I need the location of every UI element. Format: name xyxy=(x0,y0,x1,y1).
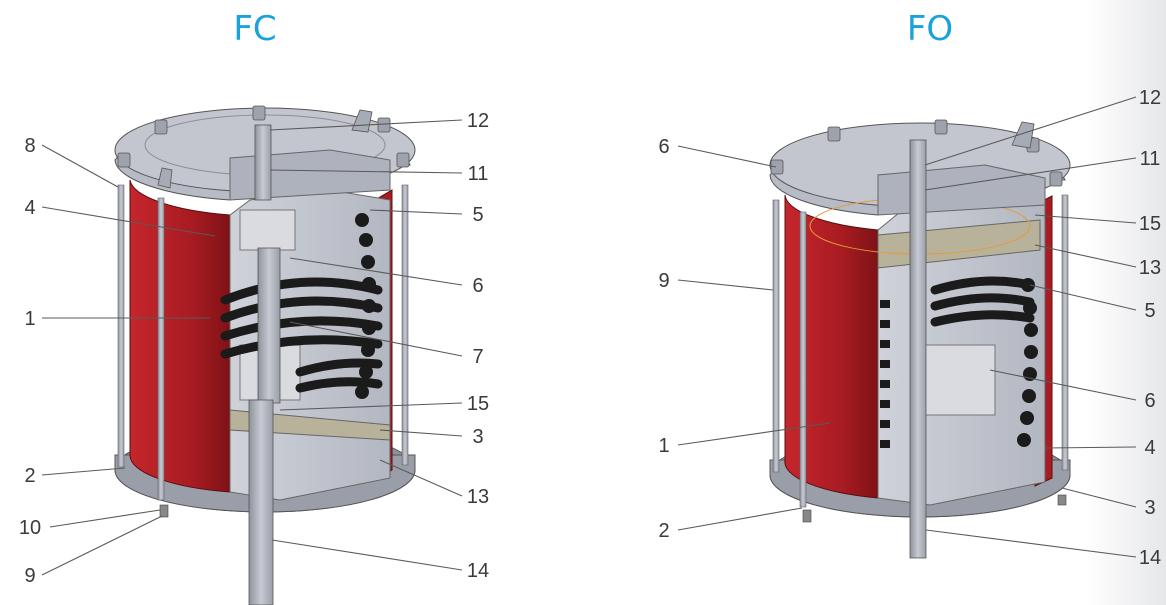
fc-label: 14 xyxy=(467,560,489,582)
fo-part-labels: 6 9 1 2 12 11 15 13 5 6 4 3 14 xyxy=(658,87,1161,569)
fc-label: 3 xyxy=(472,426,483,448)
fo-leader-lines xyxy=(677,96,1137,558)
fo-label: 13 xyxy=(1139,257,1161,279)
fo-label: 11 xyxy=(1140,148,1161,170)
fo-label: 1 xyxy=(658,435,669,457)
fo-label: 4 xyxy=(1144,437,1155,459)
fo-label: 12 xyxy=(1139,87,1161,109)
fo-label: 9 xyxy=(658,270,669,292)
fc-label: 7 xyxy=(472,346,483,368)
fc-label: 9 xyxy=(24,565,35,587)
fc-label: 11 xyxy=(468,163,489,185)
fc-label: 10 xyxy=(19,517,41,539)
fo-label: 15 xyxy=(1139,213,1161,235)
fo-label: 5 xyxy=(1144,300,1155,322)
fc-leader-lines xyxy=(41,119,463,576)
fo-label: 14 xyxy=(1139,547,1161,569)
fc-label: 6 xyxy=(472,275,483,297)
diagram-title-fo: FO xyxy=(907,9,953,49)
fc-actuator-illustration xyxy=(114,105,416,605)
diagram-title-fc: FC xyxy=(233,9,276,49)
fo-actuator-illustration xyxy=(769,119,1071,559)
fc-label: 5 xyxy=(472,204,483,226)
fo-label: 2 xyxy=(658,520,669,542)
fo-label: 6 xyxy=(1144,390,1155,412)
fc-label: 13 xyxy=(467,486,489,508)
fc-label: 15 xyxy=(467,393,489,415)
fo-label: 6 xyxy=(658,136,669,158)
fc-label: 12 xyxy=(467,110,489,132)
fc-label: 4 xyxy=(24,197,35,219)
fc-label: 1 xyxy=(24,308,35,330)
fo-label: 3 xyxy=(1144,497,1155,519)
fc-label: 2 xyxy=(24,465,35,487)
fc-label: 8 xyxy=(24,135,35,157)
fc-part-labels: 8 4 1 2 10 9 12 11 5 6 7 15 3 13 14 xyxy=(19,110,489,587)
